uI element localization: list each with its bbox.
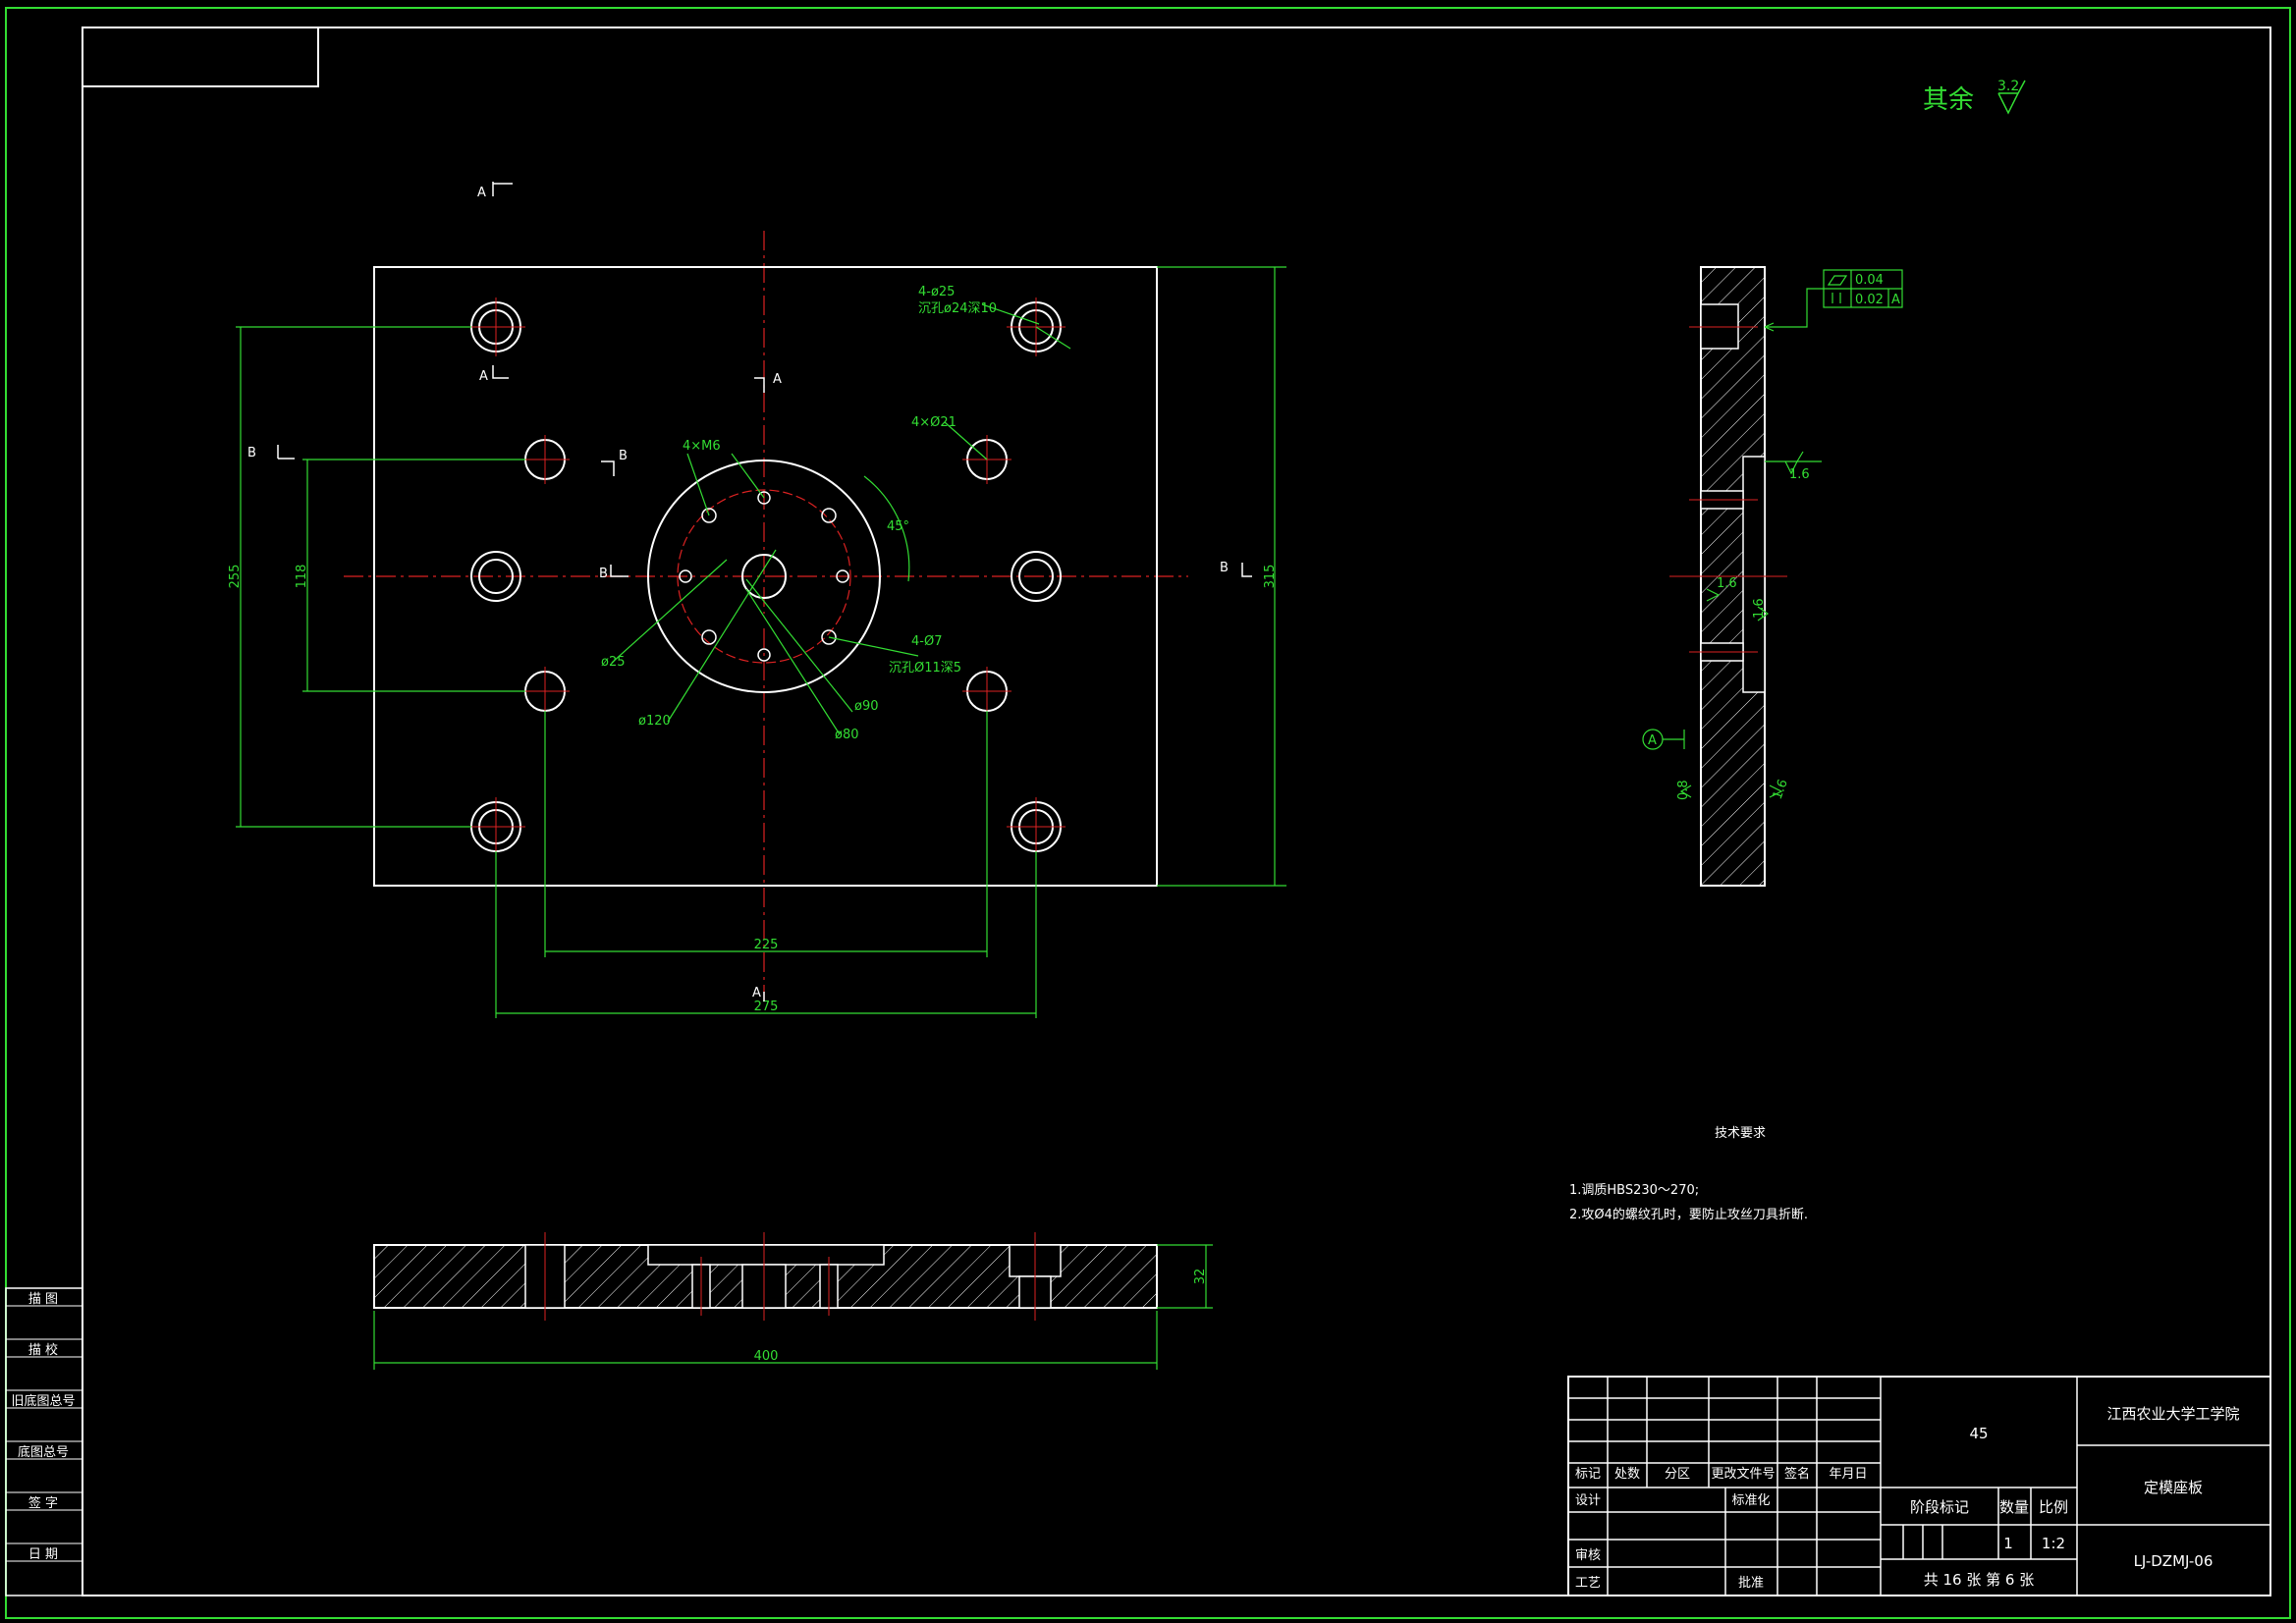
tech-title: 技术要求 [1715,1126,1766,1141]
section-mark-a-left: A [479,369,488,384]
rough-1-6-d: 1.6 [1771,778,1791,802]
tb-header-sign: 签名 [1784,1466,1810,1482]
title-block [1567,1376,2271,1596]
strip-label-3: 旧底图总号 [11,1393,75,1409]
tb-header-zone: 分区 [1665,1467,1690,1482]
tb-standard: 标准化 [1731,1493,1770,1508]
dim-d80: ø80 [835,728,859,742]
rough-0-8: 0.8 [1676,780,1691,800]
tb-design: 设计 [1575,1493,1601,1508]
dim-4-d25: 4-ø25 [918,285,955,299]
dim-d90: ø90 [854,699,879,714]
dim-400: 400 [754,1349,779,1364]
tol-parallel: 0.02 [1855,293,1884,307]
roughness-note: 其余 3.2 [1923,79,2026,115]
section-mark-b-left: B [247,446,256,460]
dim-d120: ø120 [638,714,671,729]
section-mark-a-center: A [773,372,782,387]
center-bore [741,554,787,599]
dim-32: 32 [1193,1269,1208,1285]
left-strip: 描 图 描 校 旧底图总号 底图总号 签 字 日 期 [5,1287,83,1596]
dim-45deg: 45° [887,519,909,534]
tb-material: 45 [1969,1425,1988,1442]
roughness-value: 3.2 [1997,79,2019,94]
rough-1-6-b: 1.6 [1717,576,1737,591]
dim-cbore-24: 沉孔ø24深10 [918,301,997,316]
roughness-symbol-icon [1997,92,2020,115]
rough-1-6-a: 1.6 [1789,467,1810,482]
dim-315: 315 [1263,565,1278,589]
section-mark-a-bottom: A [752,986,761,1001]
locating-ring-circle [647,460,881,693]
tb-review: 审核 [1575,1548,1601,1563]
dim-118: 118 [295,565,309,589]
section-mark-b-mid: B [619,449,628,463]
tech-item-1: 1.调质HBS230～270; [1569,1183,1699,1198]
dim-225: 225 [754,938,779,952]
tb-approve: 批准 [1738,1576,1764,1591]
top-left-box [82,27,319,87]
section-mark-b-right: B [1220,561,1229,575]
tb-qty: 1 [2003,1535,2013,1552]
strip-label-6: 日 期 [28,1547,58,1562]
tb-org: 江西农业大学工学院 [2106,1405,2239,1423]
tb-drawing-no: LJ-DZMJ-06 [2134,1552,2214,1570]
tb-header-change-doc: 更改文件号 [1711,1467,1775,1482]
dim-d25: ø25 [601,655,626,670]
dim-255: 255 [228,565,243,589]
tech-item-2: 2.攻Ø4的螺纹孔时，要防止攻丝刀具折断. [1569,1207,1808,1222]
rough-1-6-c: 1.6 [1752,598,1767,619]
dim-4m6: 4×M6 [683,439,721,454]
tb-scale-label: 比例 [2039,1498,2068,1516]
dim-4-d7: 4-Ø7 [911,634,942,649]
tol-ref: A [1891,293,1900,307]
tb-header-date: 年月日 [1829,1467,1867,1482]
side-view: 0.04 0.02 A 1.6 1.6 1.6 1.6 0.8 A [1642,266,1903,887]
roughness-label: 其余 [1923,85,1974,115]
inner-border [82,27,2271,1596]
strip-label-4: 底图总号 [18,1444,69,1460]
tb-sheets: 共 16 张 第 6 张 [1924,1571,2034,1589]
tb-process: 工艺 [1575,1576,1601,1591]
outer-border [5,7,2291,1619]
strip-label-5: 签 字 [28,1495,58,1511]
front-view: 315 255 118 225 275 4-ø25 沉孔ø24深10 4×Ø21… [228,182,1286,1018]
tb-qty-label: 数量 [1999,1498,2029,1516]
tb-scale: 1:2 [2042,1535,2065,1552]
title-block-text: 标记 处数 分区 更改文件号 签名 年月日 设计 标准化 审核 工艺 批准 45… [1575,1405,2240,1591]
tol-flatness: 0.04 [1855,273,1884,288]
tb-stage-label: 阶段标记 [1910,1498,1969,1516]
datum-a: A [1648,733,1657,748]
section-mark-a-top: A [477,186,486,200]
strip-label-2: 描 校 [28,1342,58,1358]
dim-cbore-11: 沉孔Ø11深5 [889,661,961,676]
plate-outline [373,266,1158,887]
tb-part-name: 定模座板 [2144,1479,2203,1496]
strip-label-1: 描 图 [28,1292,58,1307]
section-mark-b-center: B [599,567,608,581]
dim-4-d21: 4×Ø21 [911,415,957,430]
tb-header-count: 处数 [1614,1467,1640,1482]
bottom-section-view: 400 32 [373,1232,1213,1370]
tb-header-mark: 标记 [1575,1467,1601,1482]
dim-275: 275 [754,1000,779,1014]
tech-requirements: 技术要求 1.调质HBS230～270; 2.攻Ø4的螺纹孔时，要防止攻丝刀具折… [1569,1126,1808,1222]
